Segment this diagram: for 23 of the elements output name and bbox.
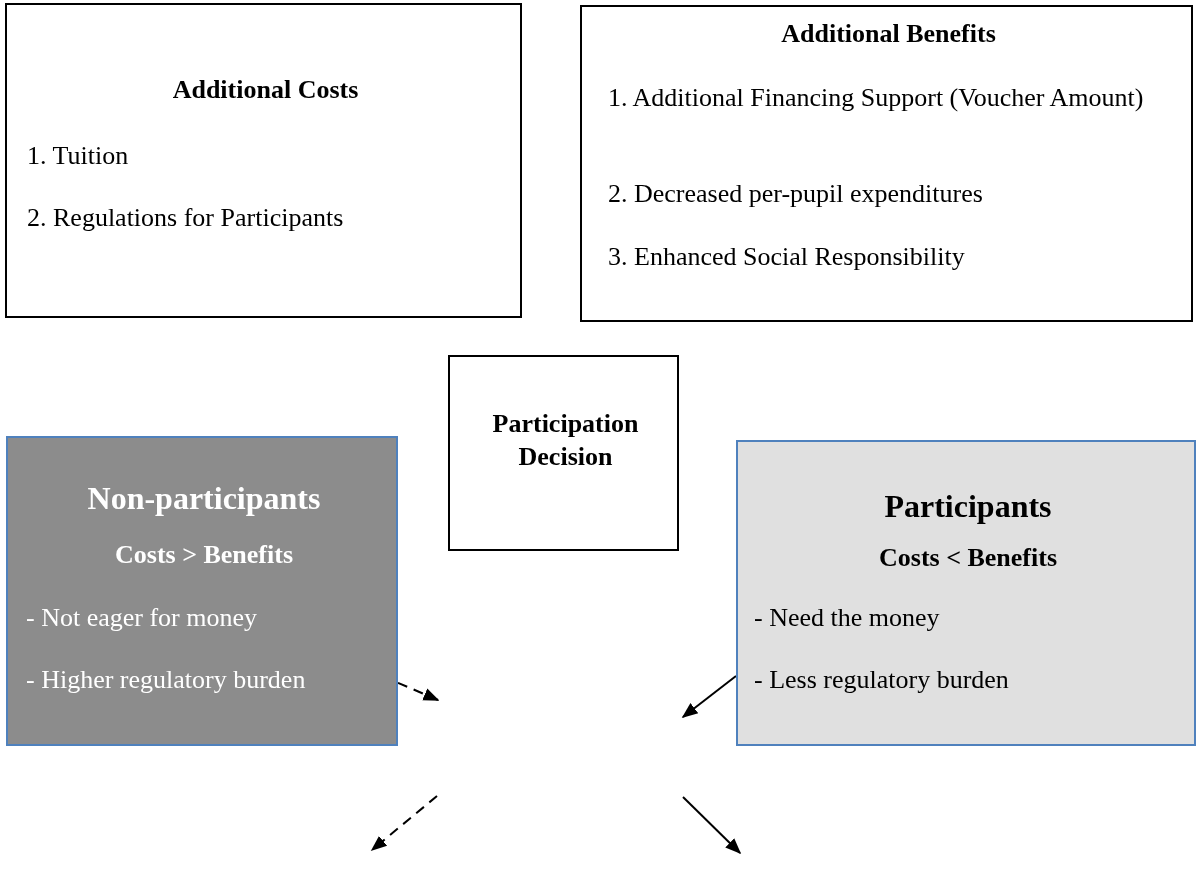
list-item: 3. Enhanced Social Responsibility bbox=[608, 241, 966, 273]
group-panel bbox=[736, 440, 1196, 746]
group-panel bbox=[6, 436, 398, 746]
list-item: - Need the money bbox=[754, 602, 941, 634]
heading: Additional Costs bbox=[171, 74, 360, 106]
text-box bbox=[448, 355, 679, 551]
arrow bbox=[681, 674, 737, 718]
subheading: Costs < Benefits bbox=[878, 542, 1058, 574]
heading: Participants bbox=[883, 487, 1053, 526]
list-item: - Not eager for money bbox=[26, 602, 259, 634]
list-item: 2. Regulations for Participants bbox=[27, 202, 345, 234]
subheading: Costs > Benefits bbox=[114, 539, 294, 571]
heading: Non-participants bbox=[86, 479, 322, 518]
list-item: 1. Additional Financing Support (Voucher Amount) bbox=[608, 82, 1145, 114]
text-box bbox=[5, 3, 522, 318]
heading: Participation Decision bbox=[491, 408, 640, 473]
list-item: 1. Tuition bbox=[27, 140, 130, 172]
text-box bbox=[580, 5, 1193, 322]
list-item: - Less regulatory burden bbox=[754, 664, 1010, 696]
arrow bbox=[397, 681, 440, 701]
heading: Additional Benefits bbox=[780, 18, 997, 50]
list-item: 2. Decreased per-pupil expenditures bbox=[608, 178, 984, 210]
list-item: - Higher regulatory burden bbox=[26, 664, 307, 696]
